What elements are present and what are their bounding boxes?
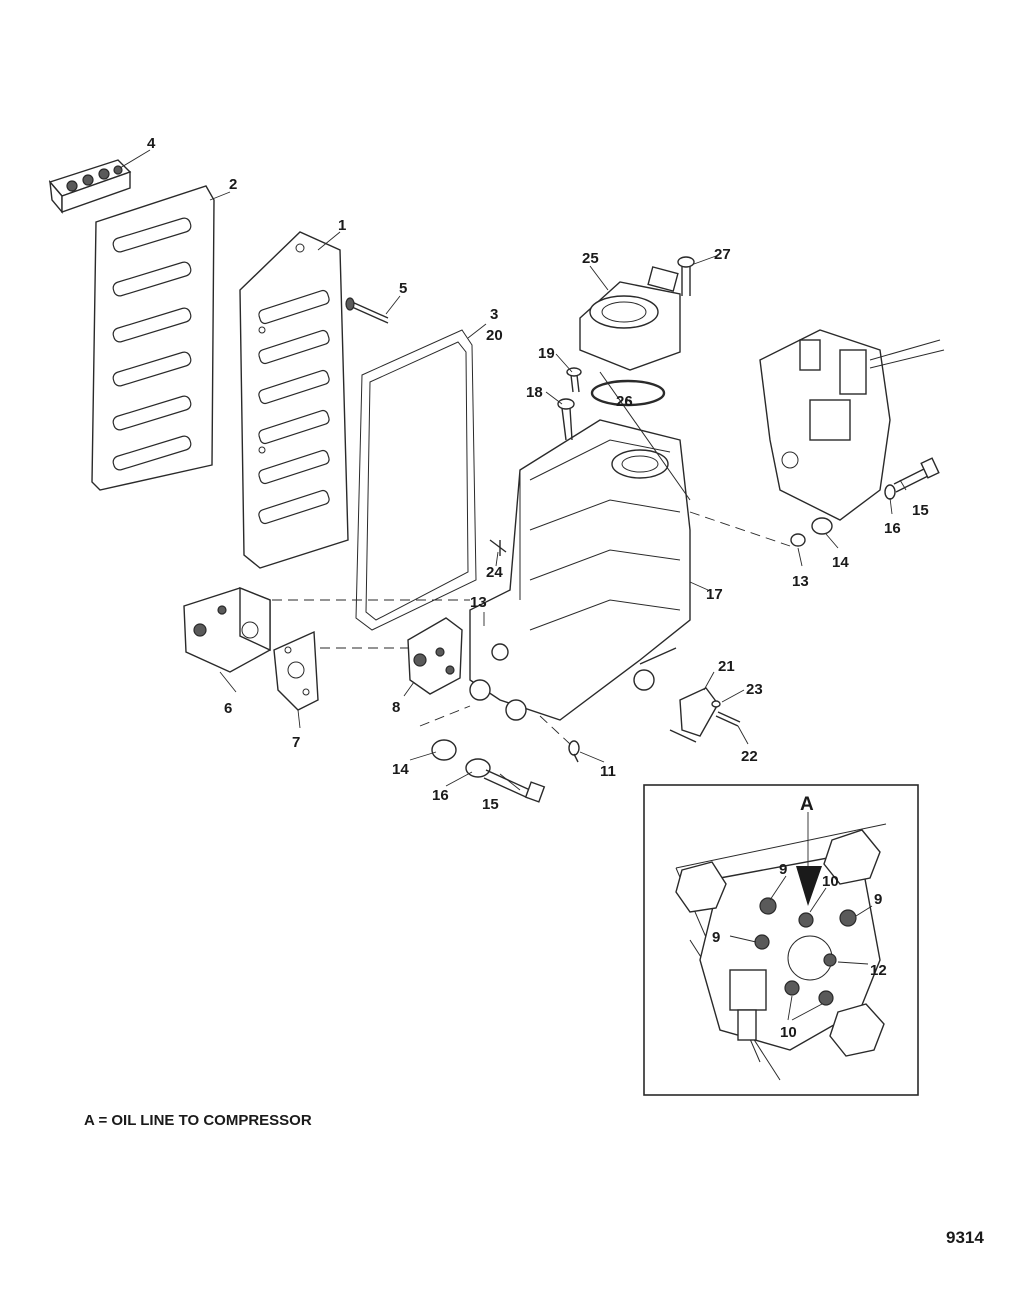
part-6-pump-housing [183, 586, 271, 673]
part-23-washer [711, 700, 721, 708]
alignment-lines [272, 511, 791, 745]
inset-detail [643, 784, 919, 1096]
part-8-oil-pump [407, 617, 463, 695]
part-19-screw [566, 367, 582, 393]
part-15-bolt-right [893, 457, 940, 493]
callout-1: 1 [338, 217, 346, 234]
callout-26: 26 [616, 393, 633, 410]
inset-callout-10-top: 10 [822, 873, 839, 890]
part-13-fitting-right [790, 533, 806, 547]
part-14-grommet-right [811, 517, 833, 535]
part-17-intake-manifold [469, 419, 691, 721]
callout-2: 2 [229, 176, 237, 193]
inset-callout-10-bottom: 10 [780, 1024, 797, 1041]
callout-27: 27 [714, 246, 731, 263]
part-7-pump-gasket [273, 630, 319, 711]
caption-oil-line: A = OIL LINE TO COMPRESSOR [84, 1112, 312, 1129]
part-24-pin [489, 539, 507, 556]
callout-11: 11 [600, 763, 616, 780]
callout-16-lower: 16 [432, 787, 449, 804]
part-11-screw [568, 740, 580, 763]
callout-18: 18 [526, 384, 543, 401]
callout-5: 5 [399, 280, 407, 297]
callout-13-right: 13 [792, 573, 809, 590]
part-compressor-assembly [759, 329, 945, 521]
callout-13-upper: 13 [470, 594, 487, 611]
callout-14-right: 14 [832, 554, 849, 571]
part-22-screw [715, 711, 741, 727]
callout-6: 6 [224, 700, 232, 717]
part-27-screw [677, 256, 695, 296]
part-2-gasket-plate [91, 185, 215, 491]
part-16-washer-right [884, 484, 896, 500]
inset-callout-12: 12 [870, 962, 887, 979]
part-25-throttle-body [579, 266, 691, 501]
callout-21: 21 [718, 658, 735, 675]
callout-14-lower: 14 [392, 761, 409, 778]
part-21-bracket [639, 647, 719, 743]
callout-15-right: 15 [912, 502, 929, 519]
callout-23: 23 [746, 681, 763, 698]
callout-labels: 4 2 1 5 3 20 25 27 19 18 26 15 16 14 13 … [147, 135, 929, 813]
inset-callout-9-top: 9 [779, 861, 787, 878]
callout-20: 20 [486, 327, 503, 344]
inset-labels: A 9 10 9 9 12 10 [712, 794, 887, 1041]
callout-15-lower: 15 [482, 796, 499, 813]
callout-17: 17 [706, 586, 723, 603]
callout-22: 22 [741, 748, 758, 765]
callout-25: 25 [582, 250, 599, 267]
part-26-o-ring [590, 379, 666, 407]
part-3-20-gasket [355, 329, 477, 631]
part-1-adapter-plate [239, 231, 349, 569]
part-5-screw [345, 297, 389, 324]
part-16-washer-lower [465, 758, 491, 778]
part-18-screw [557, 398, 575, 441]
callout-16-right: 16 [884, 520, 901, 537]
callout-8: 8 [392, 699, 400, 716]
inset-callout-9-right: 9 [874, 891, 882, 908]
callout-4: 4 [147, 135, 156, 152]
callout-19: 19 [538, 345, 555, 362]
part-4-reed-valve [48, 159, 132, 214]
part-14-grommet-lower [431, 739, 457, 761]
callout-24: 24 [486, 564, 503, 581]
leader-lines [119, 149, 907, 791]
callout-7: 7 [292, 734, 300, 751]
callout-3: 3 [490, 306, 498, 323]
inset-callout-9-left: 9 [712, 929, 720, 946]
page-number: 9314 [946, 1228, 984, 1247]
inset-letter-a: A [800, 794, 814, 815]
